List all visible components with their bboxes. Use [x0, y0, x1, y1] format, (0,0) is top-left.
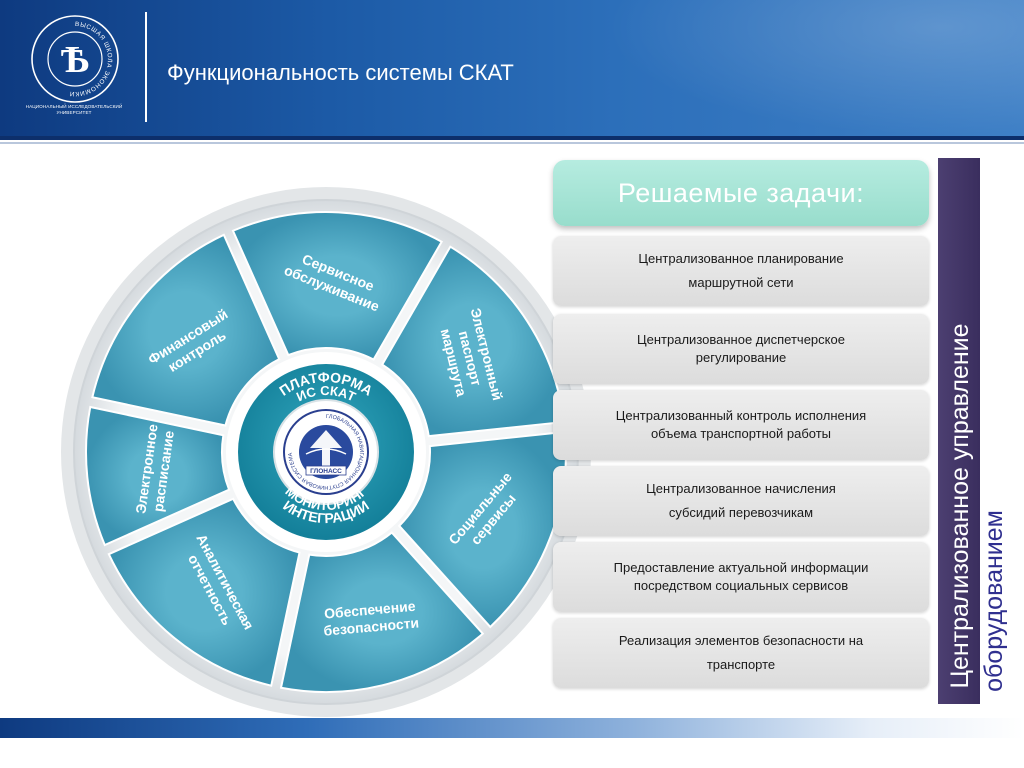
wheel-segment	[85, 405, 231, 547]
emblem-label: ГЛОНАСС	[310, 468, 342, 475]
task-line: маршрутной сети	[688, 275, 794, 290]
wheel-segment	[279, 531, 485, 693]
hub-label-is-skat: ИС СКАТ	[294, 383, 358, 405]
footer-band	[0, 718, 1024, 738]
task-line: Централизованное планирование	[638, 251, 844, 266]
header-rule-thin	[0, 142, 1024, 144]
task-item: Централизованное диспетчерское регулирова…	[553, 314, 929, 384]
task-item: Централизованное планирование маршрутной …	[553, 236, 929, 306]
task-line: транспорте	[706, 657, 776, 672]
task-line: субсидий перевозчикам	[668, 505, 814, 520]
wheel-segment	[91, 233, 281, 427]
header-rule	[0, 136, 1024, 140]
wheel-segment	[107, 497, 301, 687]
task-line: объема транспортной работы	[650, 426, 832, 441]
page-title: Функциональность системы СКАТ	[167, 60, 514, 85]
wheel-segment	[231, 211, 444, 361]
task-line: Реализация элементов безопасности на	[618, 633, 864, 648]
svg-text:ИС СКАТ: ИС СКАТ	[294, 383, 358, 405]
task-line: Централизованное начисления	[646, 481, 836, 496]
task-line: посредством социальных сервисов	[633, 578, 849, 593]
university-logo-icon: ВЫСШАЯ ШКОЛА ЭКОНОМИКИ Ѣ	[31, 15, 119, 103]
wheel-segments: ФинансовыйконтрольСервисноеобслуживаниеЭ…	[85, 211, 567, 693]
task-item: Реализация элементов безопасности на тран…	[553, 618, 929, 688]
task-line: регулирование	[695, 350, 787, 365]
task-line: Централизованный контроль исполнения	[615, 408, 867, 423]
task-item: Централизованное начисления субсидий пере…	[553, 466, 929, 536]
header-banner: ВЫСШАЯ ШКОЛА ЭКОНОМИКИ Ѣ НАЦИОНАЛЬНЫЙ ИС…	[0, 0, 1024, 136]
side-label-primary: Централизованное управление	[946, 323, 974, 689]
side-label-secondary: оборудованием	[980, 510, 1008, 692]
task-line: Централизованное диспетчерское	[637, 332, 845, 347]
task-line: Предоставление актуальной информации	[613, 560, 869, 575]
task-item: Централизованный контроль исполнения объе…	[553, 390, 929, 460]
side-bar	[938, 158, 980, 704]
tasks-heading: Решаемые задачи:	[617, 177, 865, 208]
logo-caption: НАЦИОНАЛЬНЫЙ ИССЛЕДОВАТЕЛЬСКИЙ УНИВЕРСИТ…	[25, 104, 123, 115]
functionality-wheel: ФинансовыйконтрольСервисноеобслуживаниеЭ…	[61, 187, 591, 717]
task-item: Предоставление актуальной информации поср…	[553, 542, 929, 612]
tasks-heading-box: Решаемые задачи:	[553, 160, 929, 226]
header-divider	[145, 12, 147, 122]
logo-monogram: Ѣ	[60, 39, 89, 81]
wheel-segment-label-line: Обеспечение	[323, 598, 416, 622]
